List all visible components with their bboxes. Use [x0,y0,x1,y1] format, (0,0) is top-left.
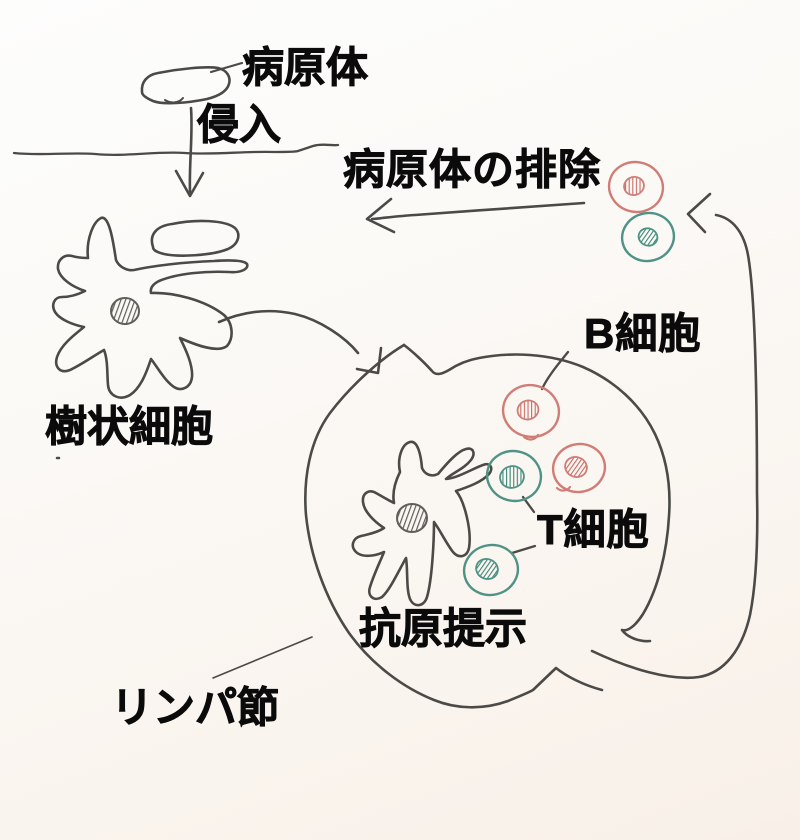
b-cell-label: B細胞 [584,310,702,357]
dendritic-cell-body [51,216,249,399]
invasion-arrow-head [174,169,205,198]
antigen-presentation-label: 抗原提示 [359,605,528,652]
elimination-label: 病原体の排除 [343,146,602,193]
dendritic-to-lymph-arrow-head [355,346,383,375]
pathogen-oval [140,66,231,105]
lymph-node-outline-left [304,343,604,709]
pathogen-pointer-line [209,61,244,74]
b-cell-2-tick [555,485,572,492]
lymph-node-label: リンパ節 [111,684,280,731]
lymph-dendritic-cell-body [351,440,493,607]
t-cell-2 [462,543,520,597]
recirculation-arrow-shaft [590,213,759,680]
invasion-label: 侵入 [197,101,282,148]
lymph-node-outline-right [402,343,671,643]
pathogen-label: 病原体 [242,44,369,91]
dendritic-to-lymph-arrow-shaft [217,309,360,355]
invasion-arrow-shaft [188,106,193,194]
pathogen-eliminating-red-cell [607,160,665,214]
pathogen-eliminating-teal-cell [620,211,676,263]
elimination-arrow-head [365,197,396,234]
t-cell-label: T細胞 [537,506,650,553]
b-cell-2 [551,442,607,494]
lymph-node-pointer-line [212,636,313,679]
t-cell-pointer-line-2 [510,544,537,555]
cells-layer [462,160,676,597]
recirculation-arrow-head [686,192,712,234]
dendritic-cell-nucleus [110,297,140,325]
t-cell-1 [485,449,543,503]
pathogen-oval-squiggle [164,97,184,104]
b-cell-1 [501,383,561,439]
lymph-dendritic-cell-nucleus [396,503,428,533]
engulfed-pathogen-oval [150,219,240,257]
elimination-arrow-shaft [370,201,586,221]
skin-barrier-line [12,143,340,157]
b-cell-pointer-line [540,350,570,391]
dendritic-cell-label: 樹状細胞 [45,403,214,450]
